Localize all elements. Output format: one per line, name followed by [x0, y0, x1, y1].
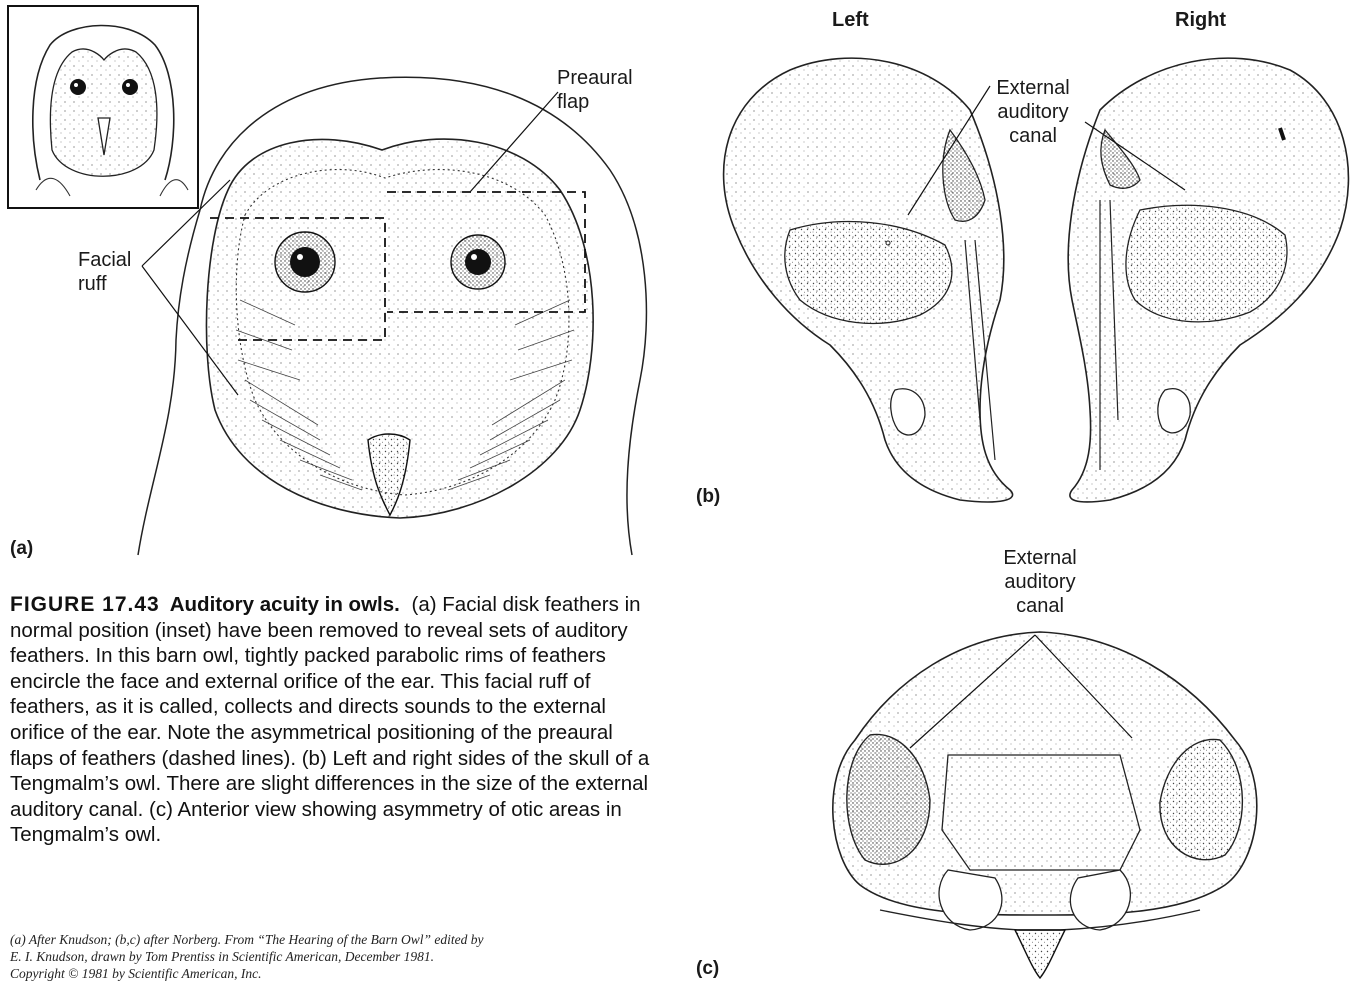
- external-auditory-canal-label-c: External auditory canal: [983, 546, 1097, 618]
- preaural-flap-label: Preaural flap: [557, 66, 633, 114]
- panel-a: Preaural flap Facial ruff (a): [0, 0, 680, 565]
- figure-credit: (a) After Knudson; (b,c) after Norberg. …: [10, 931, 650, 982]
- panel-c-tag: (c): [696, 958, 719, 980]
- external-auditory-canal-label-b: External auditory canal: [976, 76, 1090, 148]
- figure-number: FIGURE 17.43: [10, 593, 160, 616]
- panel-b-tag: (b): [696, 486, 720, 508]
- right-label: Right: [1175, 8, 1226, 32]
- figure-caption: FIGURE 17.43 Auditory acuity in owls. (a)…: [10, 592, 660, 848]
- left-label: Left: [832, 8, 869, 32]
- credit-line-3: Copyright © 1981 by Scientific American,…: [10, 965, 650, 982]
- panel-c: External auditory canal (c): [680, 530, 1355, 981]
- panel-a-tag: (a): [10, 538, 33, 560]
- figure-title: Auditory acuity in owls.: [170, 593, 400, 616]
- credit-line-1: (a) After Knudson; (b,c) after Norberg. …: [10, 931, 650, 948]
- caption-body: (a) Facial disk feathers in normal posit…: [10, 593, 649, 846]
- panel-b: Left Right External auditory canal (b): [680, 0, 1355, 520]
- credit-line-2: E. I. Knudson, drawn by Tom Prentiss in …: [10, 948, 650, 965]
- facial-ruff-label: Facial ruff: [78, 248, 131, 296]
